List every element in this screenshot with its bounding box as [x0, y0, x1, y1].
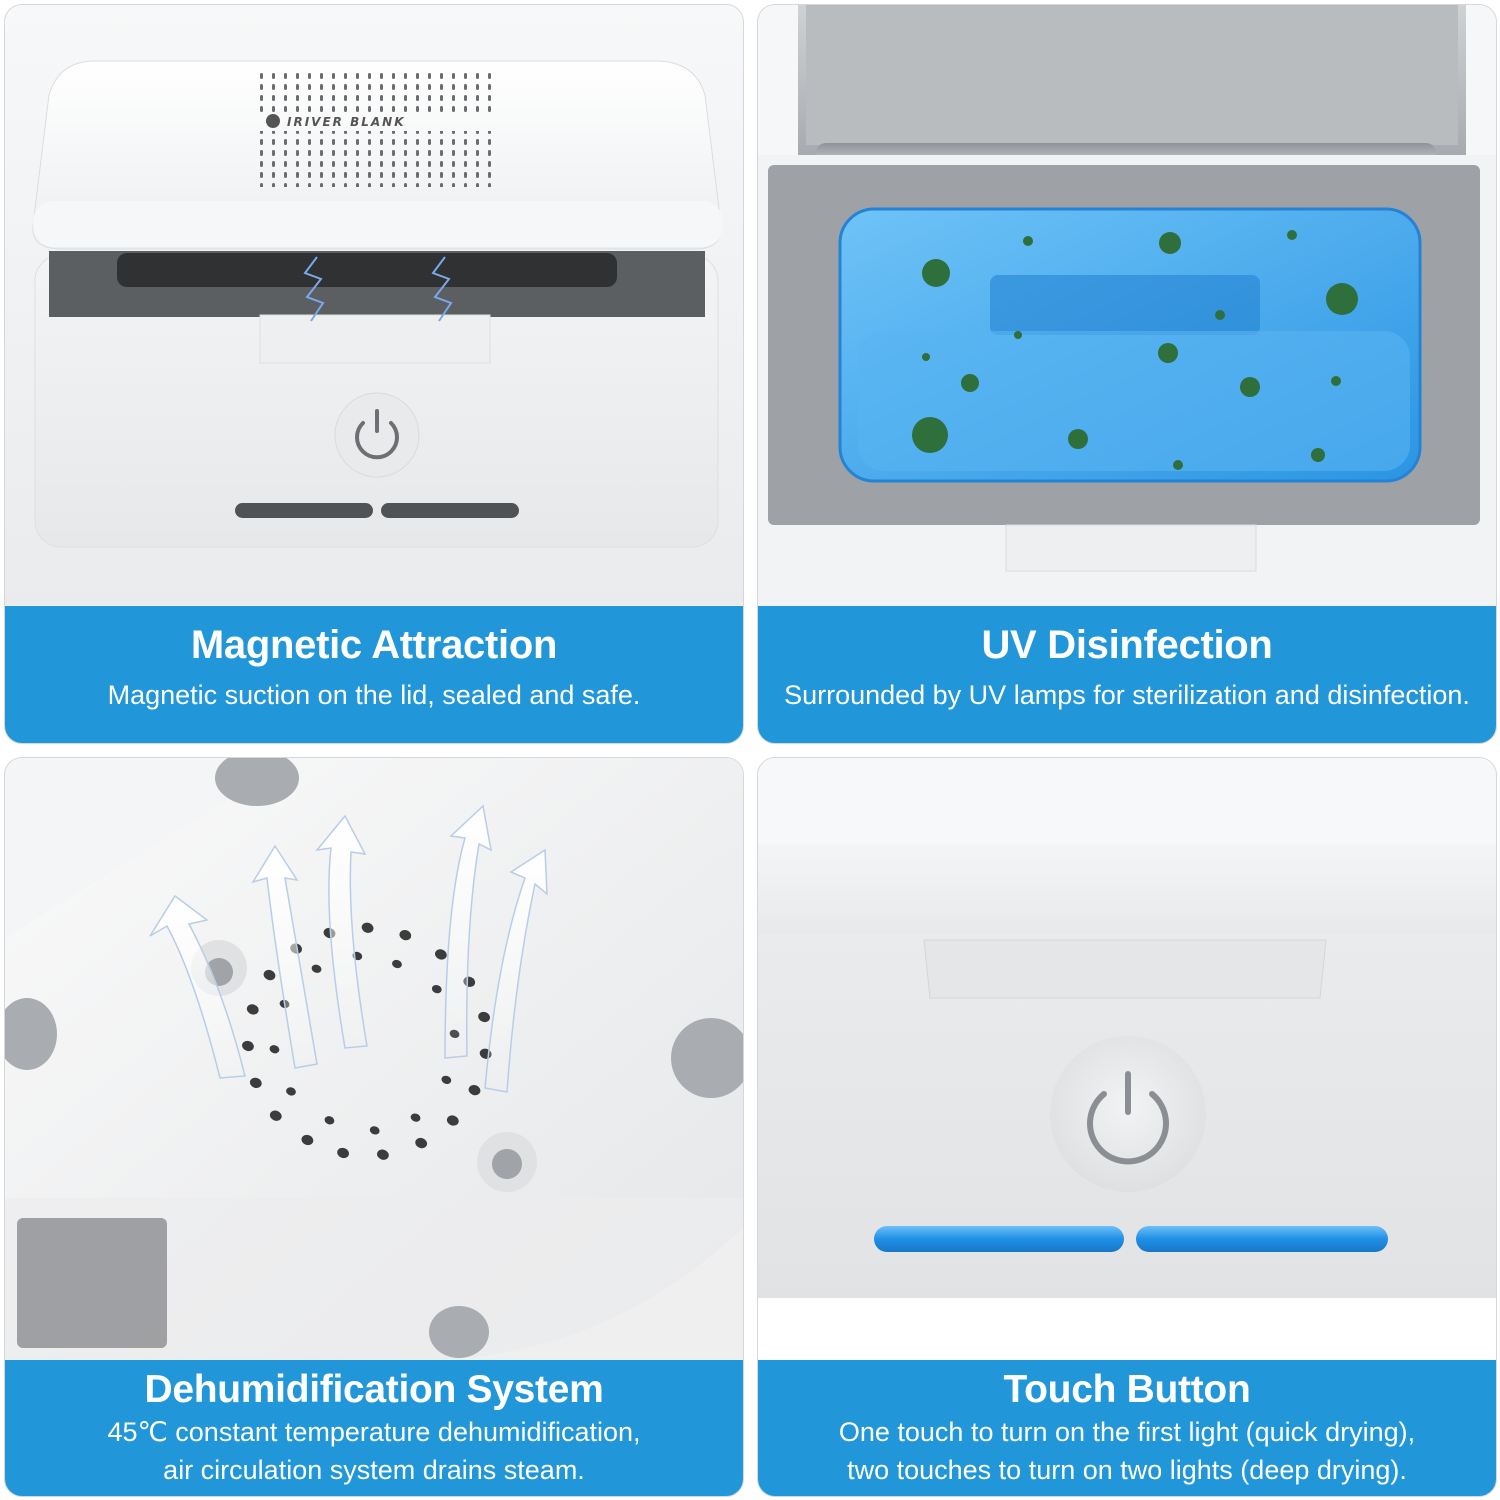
rubber-feet — [5, 758, 743, 1358]
feature-banner: Dehumidification System 45℃ constant tem… — [5, 1360, 743, 1496]
touch-button-illustration — [758, 758, 1496, 1360]
airflow-arrow-icons — [149, 804, 548, 1093]
feature-description-line-2: two touches to turn on two lights (deep … — [847, 1455, 1407, 1485]
indicator-light-1 — [874, 1226, 1124, 1252]
power-icon — [1087, 1071, 1169, 1165]
feature-description: Magnetic suction on the lid, sealed and … — [107, 680, 641, 710]
feature-title: UV Disinfection — [981, 623, 1273, 667]
magnetic-lid-illustration: IRIVER BLANK — [5, 5, 743, 605]
feature-title: Dehumidification System — [144, 1368, 604, 1411]
screw-icons — [191, 940, 537, 1192]
panel-magnetic-attraction: IRIVER BLANK Magnetic Attraction Magneti… — [4, 4, 744, 744]
power-icon — [355, 409, 399, 460]
panel-touch-button: Touch Button One touch to turn on the fi… — [757, 757, 1497, 1497]
feature-description-line-2: air circulation system drains steam. — [163, 1455, 585, 1485]
feature-title: Touch Button — [1003, 1368, 1251, 1411]
panel-dehumidification-system: Dehumidification System 45℃ constant tem… — [4, 757, 744, 1497]
germ-icons — [912, 230, 1358, 470]
bottom-vent-illustration — [5, 758, 743, 1360]
lightning-icon — [303, 256, 453, 322]
feature-banner: Touch Button One touch to turn on the fi… — [758, 1360, 1496, 1496]
feature-description-line-1: 45℃ constant temperature dehumidificatio… — [107, 1417, 641, 1447]
brand-text: IRIVER BLANK — [287, 115, 406, 129]
panel-uv-disinfection: UV Disinfection Surrounded by UV lamps f… — [757, 4, 1497, 744]
brand-logo-icon — [266, 114, 280, 128]
feature-description-line-1: One touch to turn on the first light (qu… — [838, 1417, 1416, 1447]
power-button — [334, 392, 420, 478]
feature-banner: UV Disinfection Surrounded by UV lamps f… — [758, 606, 1496, 743]
feature-banner: Magnetic Attraction Magnetic suction on … — [5, 606, 743, 743]
feature-description: Surrounded by UV lamps for sterilization… — [784, 680, 1470, 710]
indicator-light-2 — [1136, 1226, 1388, 1252]
vent-holes-top — [257, 69, 497, 113]
indicator-light-2 — [381, 503, 519, 518]
vent-holes-bottom — [257, 131, 497, 187]
indicator-light-1 — [235, 503, 373, 518]
feature-title: Magnetic Attraction — [190, 623, 558, 667]
uv-chamber-illustration — [758, 5, 1496, 605]
